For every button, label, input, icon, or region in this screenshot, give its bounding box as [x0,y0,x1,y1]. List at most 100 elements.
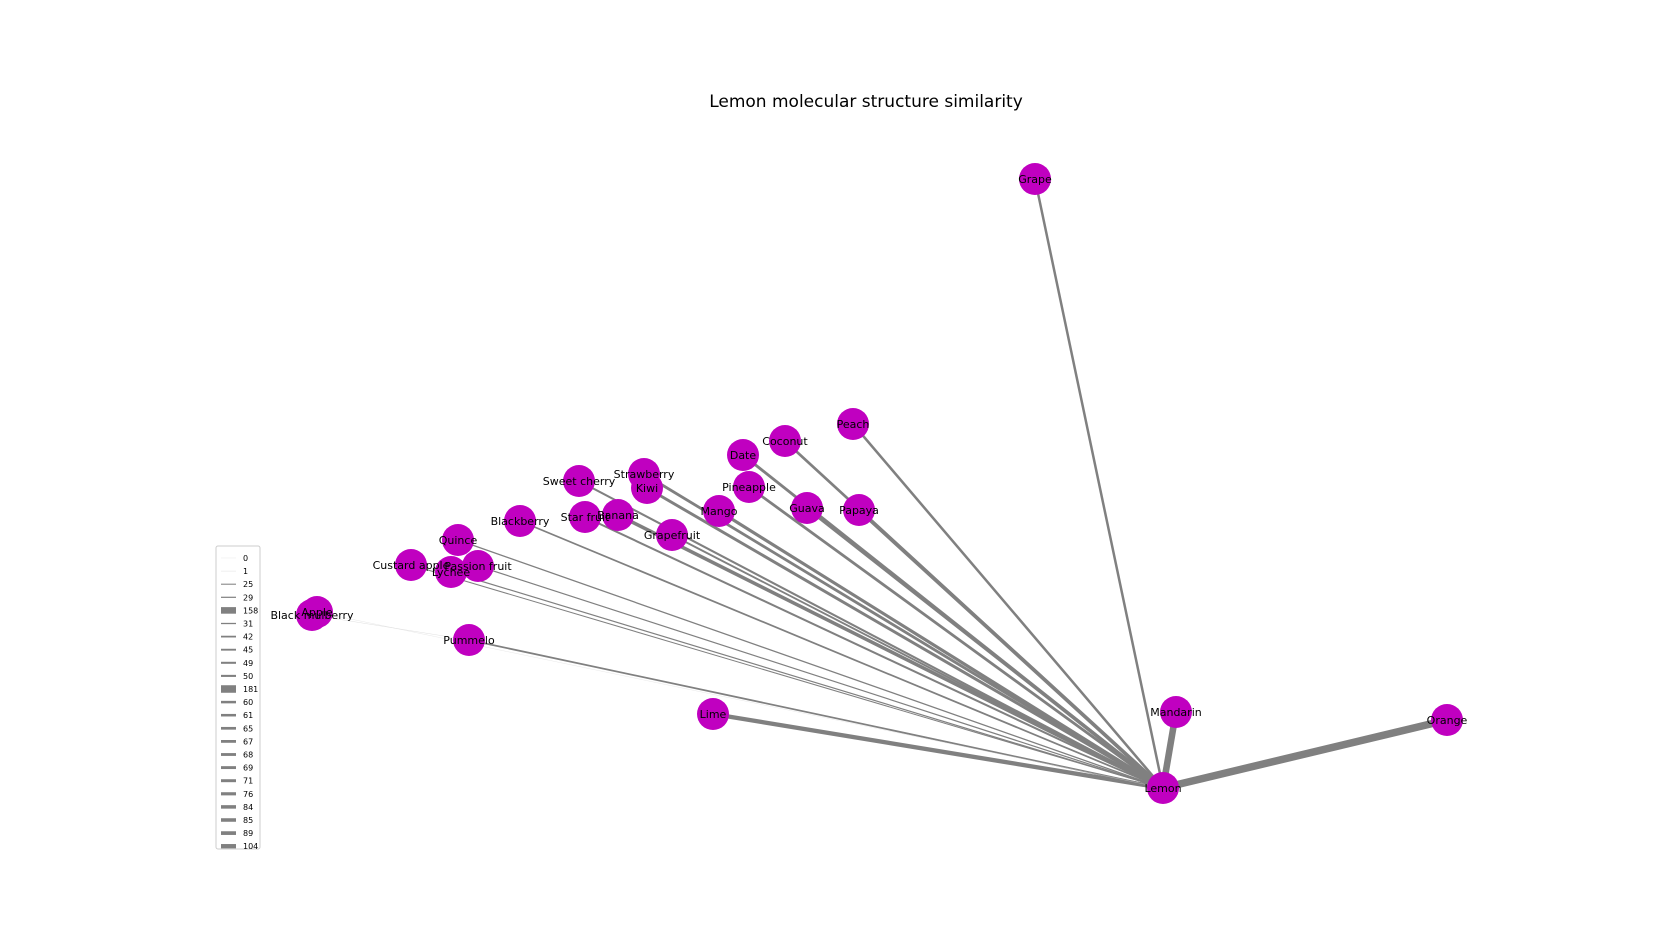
edge-lemon-papaya [857,508,1165,790]
edge-lemon-kiwi [646,486,1164,790]
node-kiwi [631,472,663,504]
legend-label-42: 42 [243,633,253,642]
node-label-passion-fruit: Passion fruit [444,560,512,573]
node-label-quince: Quince [439,534,478,547]
legend-label-60: 60 [243,698,253,707]
legend-label-76: 76 [243,790,253,799]
node-guava [791,492,823,524]
node-coconut [769,425,801,457]
node-date [727,439,759,471]
node-grapefruit [656,519,688,551]
node-label-blackberry: Blackberry [491,515,550,528]
legend-label-31: 31 [243,620,253,629]
node-label-apple: Apple [301,606,333,619]
node-label-coconut: Coconut [762,435,808,448]
edge-lemon-pineapple [748,485,1164,790]
legend-label-85: 85 [243,816,253,825]
chart-title: Lemon molecular structure similarity [709,92,1023,112]
node-papaya [843,494,875,526]
edge-weight-legend: 0 1 25 29 158 31 42 45 49 50 181 60 61 65 67 68 69 71 76 84… [215,545,261,851]
node-label-mandarin: Mandarin [1150,706,1202,719]
node-label-papaya: Papaya [839,504,879,517]
legend-label-69: 69 [243,764,253,773]
edge-lemon-pummelo [468,639,1164,789]
legend-label-84: 84 [243,803,253,812]
node-label-orange: Orange [1427,714,1468,727]
node-label-star-fruit: Star fruit [561,511,610,524]
edge-lemon-passion-fruit [477,565,1164,789]
node-label-lychee: Lychee [432,566,470,579]
legend-label-50: 50 [243,672,253,681]
node-layer [296,163,1463,804]
edge-layer [311,178,1448,792]
node-passion-fruit [462,550,494,582]
node-pineapple [733,471,765,503]
legend-label-68: 68 [243,751,253,760]
node-label-lemon: Lemon [1144,782,1181,795]
node-label-pineapple: Pineapple [722,481,776,494]
legend-label-1: 1 [243,567,248,576]
node-label-kiwi: Kiwi [636,482,658,495]
node-label-date: Date [730,449,757,462]
edge-lemon-guava [805,506,1165,790]
edge-lemon-star-fruit [584,516,1164,789]
legend-label-67: 67 [243,737,253,746]
edge-lemon-quince [457,539,1164,789]
legend-label-45: 45 [243,646,253,655]
node-mandarin [1160,696,1192,728]
node-lychee [435,556,467,588]
legend-label-181: 181 [243,685,258,694]
node-label-strawberry: Strawberry [614,468,675,481]
legend-items: 0 1 25 29 158 31 42 45 49 50 181 60 61 65 67 68 69 71 76 84… [221,554,258,851]
node-peach [837,408,869,440]
legend-label-25: 25 [243,580,253,589]
node-custard-apple [395,549,427,581]
edge-lemon-blackberry [519,520,1164,789]
node-blackberry [504,505,536,537]
edge-lemon-banana [617,513,1164,790]
legend-label-158: 158 [243,606,258,615]
node-lemon [1147,772,1179,804]
edge-lemon-orange [1162,716,1448,792]
node-label-black-mulberry: Black mulberry [270,609,354,622]
node-label-peach: Peach [837,418,870,431]
edge-lemon-custard-apple [410,564,1164,789]
legend-label-0: 0 [243,554,248,563]
legend-label-29: 29 [243,593,253,602]
legend-label-65: 65 [243,724,253,733]
node-mango [703,495,735,527]
edge-lemon-lime [712,711,1164,791]
edge-lemon-peach [852,423,1164,789]
node-sweet-cherry [563,465,595,497]
legend-label-71: 71 [243,777,253,786]
edge-pummelo-black-mulberry [311,614,470,641]
node-grape [1019,163,1051,195]
node-label-mango: Mango [701,505,738,518]
node-pummelo [453,624,485,656]
node-label-custard-apple: Custard apple [373,559,450,572]
edge-lemon-lychee [450,571,1164,789]
node-label-grape: Grape [1018,173,1052,186]
node-label-pummelo: Pummelo [443,634,495,647]
node-lime [697,698,729,730]
legend-label-89: 89 [243,829,253,838]
edge-lemon-grapefruit [671,534,1164,789]
legend-label-49: 49 [243,659,253,668]
node-label-lime: Lime [700,708,727,721]
node-label-banana: Banana [597,509,639,522]
legend-frame [215,545,261,850]
edge-lemon-grape [1033,178,1165,789]
node-quince [442,524,474,556]
node-black-mulberry [296,599,328,631]
node-orange [1431,704,1463,736]
legend-label-61: 61 [243,711,253,720]
node-label-guava: Guava [789,502,825,515]
node-label-sweet-cherry: Sweet cherry [543,475,616,488]
node-label-grapefruit: Grapefruit [644,529,701,542]
node-banana [602,499,634,531]
node-star-fruit [569,501,601,533]
edge-lemon-strawberry [643,472,1164,790]
legend-label-104: 104 [243,842,258,851]
